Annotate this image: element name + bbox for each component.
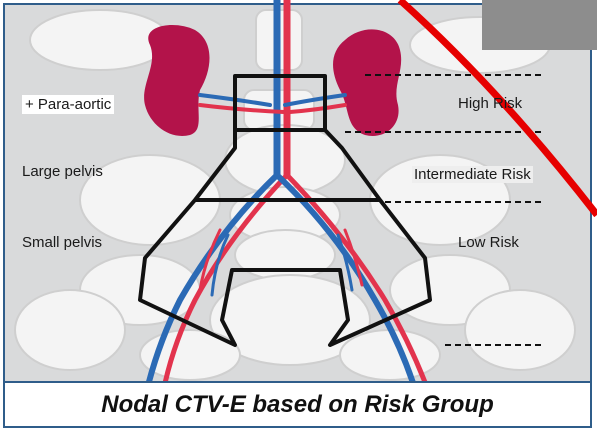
inset-thumbnail	[482, 0, 597, 50]
label-low-risk: Low Risk	[458, 234, 519, 251]
label-large-pelvis: Large pelvis	[22, 163, 103, 180]
label-intermediate-risk: Intermediate Risk	[412, 166, 533, 183]
kidney-icon	[144, 25, 209, 136]
label-para-aortic: + Para-aortic	[22, 95, 114, 114]
label-high-risk: High Risk	[458, 95, 522, 112]
label-small-pelvis: Small pelvis	[22, 234, 102, 251]
caption-bar: Nodal CTV-E based on Risk Group	[3, 381, 592, 428]
kidney-icon	[333, 29, 401, 136]
diagram-caption: Nodal CTV-E based on Risk Group	[101, 391, 493, 419]
